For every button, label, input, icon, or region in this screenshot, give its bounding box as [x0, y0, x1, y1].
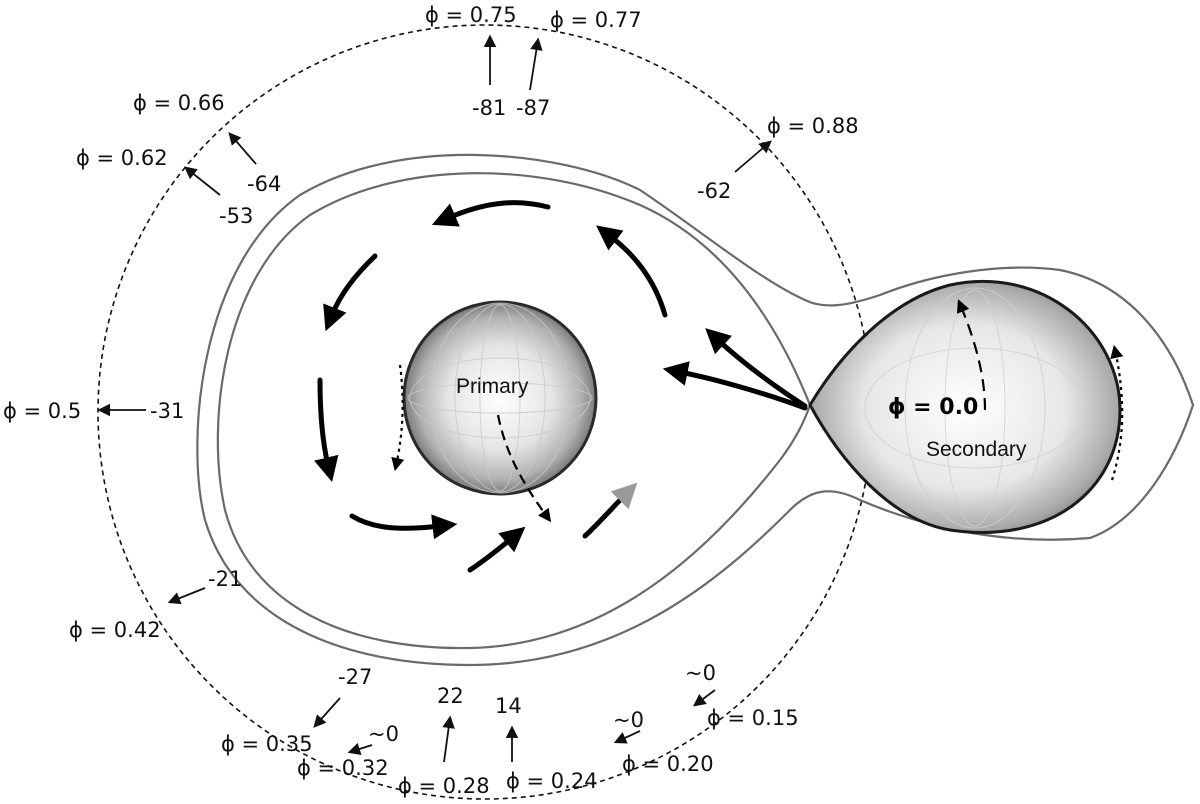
velocity-label-p062: -53 [219, 204, 253, 228]
phase-label-p066: ϕ = 0.66 [133, 91, 225, 115]
arrow-p028 [442, 715, 455, 763]
velocity-label-p075: -81 [472, 96, 506, 120]
velocity-label-p024: 14 [495, 694, 522, 718]
stream-arrow-1 [662, 361, 808, 411]
velocity-label-p077: -87 [516, 96, 550, 120]
velocity-label-p028: 22 [437, 684, 464, 708]
flow-arrow-left [314, 377, 339, 483]
velocity-label-p035: -27 [338, 665, 372, 689]
phase-label-p088: ϕ = 0.88 [767, 114, 859, 138]
velocity-label-p032: ~0 [368, 722, 399, 746]
phase-label-p032: ϕ = 0.32 [297, 756, 389, 780]
phase-label-p024: ϕ = 0.24 [506, 769, 598, 793]
arrow-p015 [692, 689, 716, 707]
dashed-arrow-secondary [956, 299, 987, 411]
arrow-p032 [347, 742, 373, 755]
phase-label-p035: ϕ = 0.35 [221, 732, 313, 756]
velocity-label-p050: -31 [150, 399, 184, 423]
flow-arrow-left-upper [323, 253, 378, 332]
flow-arrow-bottom-left [349, 513, 458, 540]
phase-label-p028: ϕ = 0.28 [398, 774, 490, 798]
velocity-label-p015: ~0 [685, 661, 716, 685]
velocity-label-p020: ~0 [613, 708, 644, 732]
dotted-arrow-primary [391, 364, 405, 472]
velocity-label-p088: -62 [697, 179, 731, 203]
phase-label-p050: ϕ = 0.5 [3, 399, 81, 423]
inner-roche-lobe [216, 172, 812, 650]
velocity-labels: -81 -87 -64 -53 -62 -31 -21 -27 ~0 22 14… [150, 96, 731, 746]
dashed-arrow-primary [496, 414, 552, 523]
arrow-p062 [184, 166, 221, 196]
velocity-label-p066: -64 [247, 172, 281, 196]
phase-label-p020: ϕ = 0.20 [622, 752, 714, 776]
secondary-label: Secondary [926, 438, 1027, 461]
secondary-star: Secondary [808, 279, 1122, 534]
arrow-p035 [313, 697, 341, 728]
phase-label-p042: ϕ = 0.42 [69, 618, 161, 642]
primary-star: Primary [402, 300, 598, 496]
primary-label: Primary [456, 375, 529, 398]
phase-label-p015: ϕ = 0.15 [707, 706, 799, 730]
phase-zero-label: ϕ = 0.0 [888, 395, 978, 420]
dotted-arrow-secondary [1110, 344, 1124, 481]
velocity-arrows [97, 34, 772, 763]
phase-label-p062: ϕ = 0.62 [76, 146, 168, 170]
outer-roche-lobe [196, 153, 1195, 667]
flow-arrows [314, 200, 1124, 573]
phase-labels: ϕ = 0.75 ϕ = 0.77 ϕ = 0.66 ϕ = 0.62 ϕ = … [3, 3, 859, 798]
velocity-label-p042: -21 [208, 567, 242, 591]
flow-arrow-gray [582, 482, 638, 539]
flow-arrow-upper-right [596, 225, 668, 318]
arrow-p077 [529, 37, 543, 91]
arrow-p088 [734, 140, 772, 173]
flow-arrow-bottom [467, 526, 526, 573]
phase-label-p077: ϕ = 0.77 [550, 8, 642, 32]
arrow-p020 [613, 730, 641, 744]
arrow-p042 [167, 587, 206, 605]
arrow-p066 [228, 132, 257, 165]
phase-label-p075: ϕ = 0.75 [425, 3, 517, 27]
stream-arrow-2 [705, 328, 808, 409]
flow-arrow-top [431, 200, 551, 227]
